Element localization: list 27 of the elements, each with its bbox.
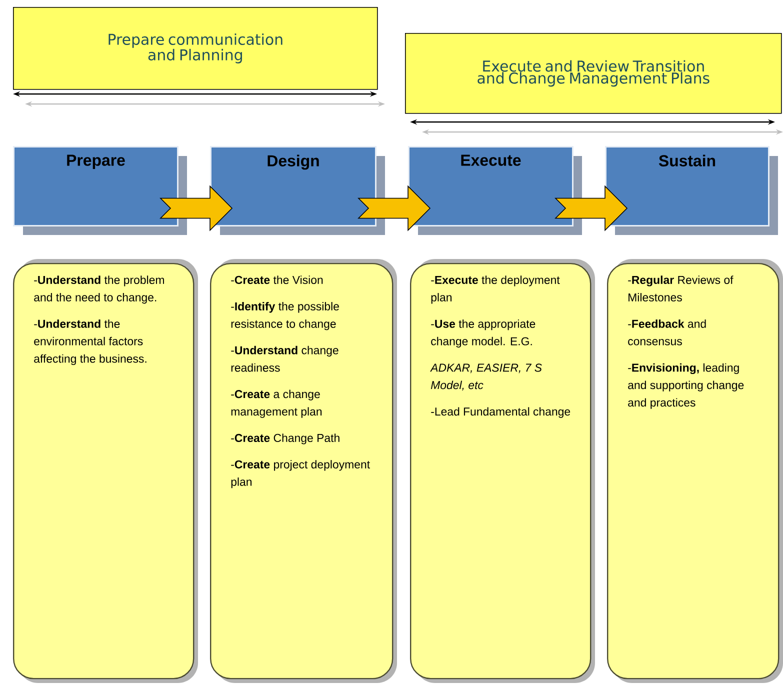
header-box: Execute and Review Transition and Change Management Plans: [405, 32, 782, 114]
list-item: -Execute the deployment plan: [431, 276, 560, 304]
list-item: ADKAR, EASIER, 7 S Model, etc: [430, 364, 542, 391]
list-item: -Understand the problem and the need to change.: [34, 276, 164, 304]
list-item: -Envisioning, leading and supporting change and practices: [628, 363, 744, 409]
rounded-box: [607, 258, 783, 683]
stage-box: Prepare: [13, 146, 187, 235]
list-item: -Create the Vision: [231, 276, 323, 284]
stage-box: Sustain: [605, 146, 778, 235]
header-box: Prepare communication and Planning: [13, 6, 378, 90]
chevron-arrow: [358, 185, 431, 232]
chevron-arrow: [160, 185, 233, 232]
rounded-box: [410, 258, 595, 683]
stage-box: Design: [210, 146, 385, 235]
list-item: -Identify the possible resistance to change: [231, 302, 339, 330]
rounded-box: [210, 258, 397, 683]
list-item: -Lead Fundamental change: [431, 407, 570, 418]
rounded-box: [13, 258, 198, 683]
chevron-arrow: [554, 185, 628, 232]
stage-box: Execute: [408, 146, 582, 235]
list-item: -Create project deployment plan: [231, 460, 370, 488]
list-item: -Understand the environmental factors affecting the business.: [34, 319, 146, 365]
list-item: -Understand change readiness: [231, 346, 338, 372]
list-item: -Use the appropriate change model. E.G.: [431, 319, 536, 348]
list-item: -Regular Reviews of Milestones: [628, 276, 734, 302]
list-item: -Create Change Path: [231, 434, 340, 444]
list-item: -Create a change management plan: [231, 390, 322, 418]
